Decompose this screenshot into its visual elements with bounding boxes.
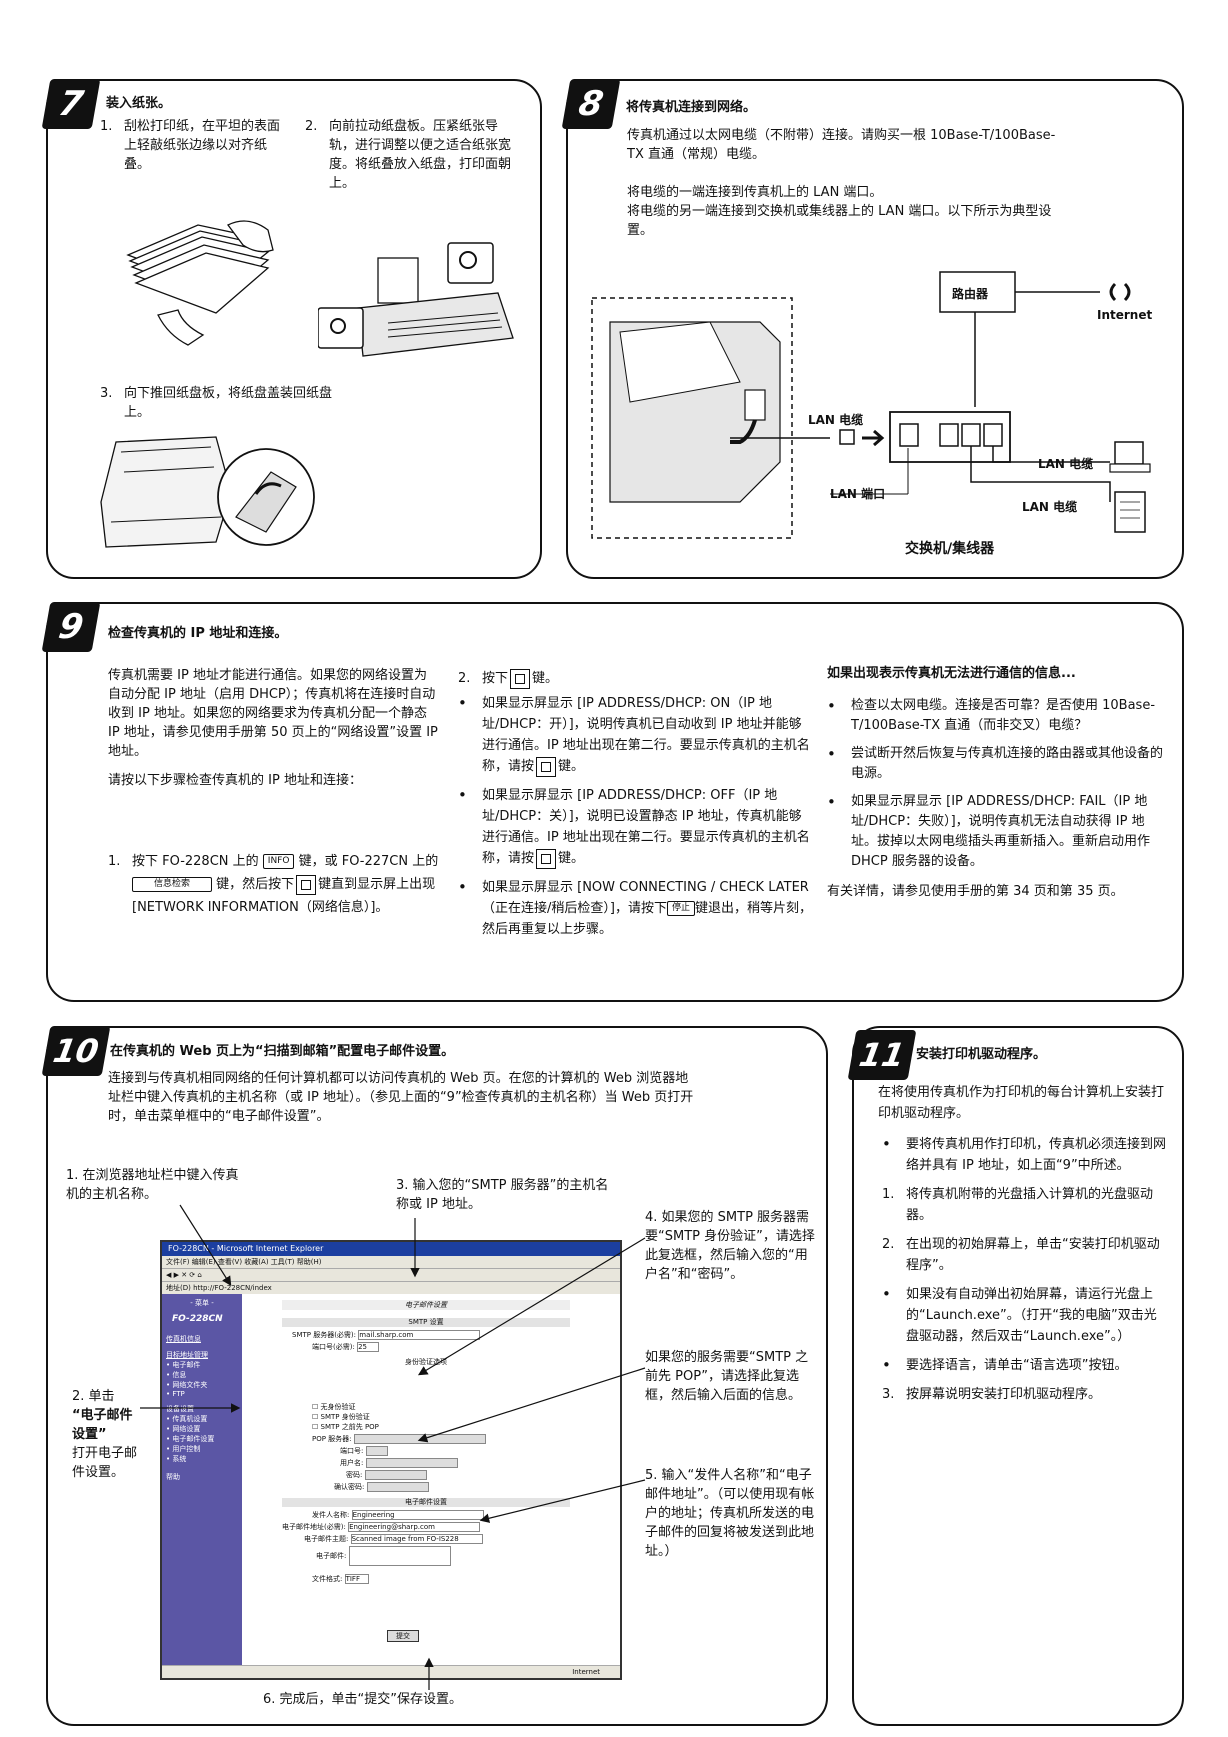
s10-callout-3: 3. 输入您的“SMTP 服务器”的主机名称或 IP 地址。 xyxy=(396,1178,609,1212)
confirm-password-input[interactable] xyxy=(366,1482,429,1492)
browser-content: 电子邮件设置 SMTP 设置 SMTP 服务器(必需): mail.sharp.… xyxy=(242,1294,620,1666)
browser-window: FO-228CN - Microsoft Internet Explorer 文… xyxy=(160,1240,622,1680)
s10-callout-5: 5. 输入“发件人名称”和“电子邮件地址”。（可以使用现有帐户的地址；传真机所发… xyxy=(645,1468,815,1559)
enter-key-icon xyxy=(536,756,557,777)
pop-before-smtp-checkbox[interactable]: ☐ SMTP 之前先 POP xyxy=(312,1423,379,1431)
side-link-address[interactable]: 目标地址管理 xyxy=(166,1351,208,1359)
network-diagram xyxy=(591,271,1151,539)
file-format-select[interactable]: TIFF xyxy=(344,1574,369,1584)
lan-port-label: LAN 端口 xyxy=(830,487,886,501)
stop-key: 停止 xyxy=(666,901,695,916)
side-link-fax-info[interactable]: 传真机信息 xyxy=(166,1335,201,1343)
browser-toolbar: ◀ ▶ ✕ ⟳ ⌂ xyxy=(162,1269,620,1282)
section-11-title: 安装打印机驱动程序。 xyxy=(916,1047,1047,1062)
tray-cover-illustration xyxy=(100,436,315,548)
s8-intro: 传真机通过以太网电缆（不附带）连接。请购买一根 10Base-T/100Base… xyxy=(627,128,1056,238)
password-input[interactable] xyxy=(364,1470,427,1480)
paper-stack-illustration xyxy=(126,220,274,346)
side-link-email[interactable]: • 电子邮件 xyxy=(166,1361,201,1369)
side-link-help[interactable]: 帮助 xyxy=(166,1473,180,1481)
browser-titlebar: FO-228CN - Microsoft Internet Explorer xyxy=(162,1242,620,1256)
section-8-title: 将传真机连接到网络。 xyxy=(626,100,757,115)
s9-step-1: 1. 按下 FO-228CN 上的 INFO 键，或 FO-227CN 上的 信… xyxy=(108,854,439,915)
s10-callout-2: 2. 单击“电子邮件设置”打开电子邮件设置。 xyxy=(72,1389,138,1480)
s9-step-2: 2.按下键。 如果显示屏显示 [IP ADDRESS/DHCP: ON（IP 地… xyxy=(458,668,813,948)
side-link-email-settings[interactable]: • 电子邮件设置 xyxy=(166,1435,215,1443)
router-label: 路由器 xyxy=(952,287,989,301)
side-link-network-settings[interactable]: • 网络设置 xyxy=(166,1425,201,1433)
username-input[interactable] xyxy=(365,1458,458,1468)
enter-key-icon xyxy=(510,668,531,689)
info-key: INFO xyxy=(262,854,295,869)
s7-step-1: 1.刮松打印纸，在平坦的表面上轻敲纸张边缘以对齐纸叠。 xyxy=(100,119,281,172)
s10-callout-1: 1. 在浏览器地址栏中键入传真机的主机名称。 xyxy=(66,1168,239,1202)
section-9-title: 检查传真机的 IP 地址和连接。 xyxy=(108,626,288,641)
switch-hub-label: 交换机/集线器 xyxy=(905,541,995,557)
s10-callout-4b: 如果您的服务需要“SMTP 之前先 POP”，请选择此复选框，然后输入后面的信息… xyxy=(645,1350,809,1403)
s10-intro: 连接到与传真机相同网络的任何计算机都可以访问传真机的 Web 页。在您的计算机的… xyxy=(108,1071,694,1124)
side-link-info[interactable]: • 信息 xyxy=(166,1371,187,1379)
s9-troubleshoot: 如果出现表示传真机无法进行通信的信息... 检查以太网电缆。连接是否可靠？是否使… xyxy=(827,664,1167,902)
s7-step-2: 2.向前拉动纸盘板。压紧纸张导轨，进行调整以便之适合纸张宽度。将纸叠放入纸盘，打… xyxy=(305,119,512,191)
s11-body: 在将使用传真机作为打印机的每台计算机上安装打印机驱动程序。 要将传真机用作打印机… xyxy=(878,1082,1168,1405)
email-body-input[interactable] xyxy=(348,1546,451,1566)
internet-label: Internet xyxy=(1097,308,1153,322)
s10-callout-6: 6. 完成后，单击“提交”保存设置。 xyxy=(263,1692,463,1707)
email-address-input[interactable]: Engineering@sharp.com xyxy=(348,1522,481,1532)
s9-intro: 传真机需要 IP 地址才能进行通信。如果您的网络设置为自动分配 IP 地址（启用… xyxy=(108,668,438,788)
smtp-auth-checkbox[interactable]: ☐ SMTP 身份验证 xyxy=(312,1413,370,1421)
s10-callout-4: 4. 如果您的 SMTP 服务器需要“SMTP 身份验证”，请选择此复选框，然后… xyxy=(645,1210,815,1282)
pop-port-input[interactable] xyxy=(365,1446,388,1456)
s7-step-3: 3.向下推回纸盘板，将纸盘盖装回纸盘上。 xyxy=(100,386,333,420)
email-settings-heading: 电子邮件设置 xyxy=(282,1300,570,1310)
enter-key-icon xyxy=(296,874,317,895)
lan-cable-label-3: LAN 电缆 xyxy=(1022,500,1078,514)
submit-button[interactable]: 提交 xyxy=(387,1630,419,1642)
side-link-system[interactable]: • 系统 xyxy=(166,1455,187,1463)
browser-menubar: 文件(F) 编辑(E) 查看(V) 收藏(A) 工具(T) 帮助(H) xyxy=(162,1256,620,1269)
section-11-number: 11 xyxy=(847,1030,917,1080)
email-subject-input[interactable]: Scanned image from FO-IS228 xyxy=(350,1534,483,1544)
search-key: 信息检索 xyxy=(132,877,212,892)
smtp-port-input[interactable]: 25 xyxy=(357,1342,380,1352)
section-7-title: 装入纸张。 xyxy=(106,96,172,111)
enter-key-icon xyxy=(536,848,557,869)
side-link-ftp[interactable]: • FTP xyxy=(166,1390,185,1398)
side-link-folder[interactable]: • 网络文件夹 xyxy=(166,1381,208,1389)
smtp-server-input[interactable]: mail.sharp.com xyxy=(358,1330,481,1340)
browser-statusbar: Internet xyxy=(162,1665,620,1678)
side-link-user-control[interactable]: • 用户控制 xyxy=(166,1445,201,1453)
lan-cable-label-2: LAN 电缆 xyxy=(1038,457,1094,471)
side-section-device: 设备设置 xyxy=(166,1405,194,1413)
paper-tray-illustration xyxy=(318,242,514,357)
lan-cable-label-1: LAN 电缆 xyxy=(808,413,864,427)
browser-sidebar: - 菜单 - FO-228CN 传真机信息 目标地址管理 • 电子邮件 • 信息… xyxy=(162,1294,242,1666)
section-10-title: 在传真机的 Web 页上为“扫描到邮箱”配置电子邮件设置。 xyxy=(110,1044,455,1059)
side-link-fax-settings[interactable]: • 传真机设置 xyxy=(166,1415,208,1423)
